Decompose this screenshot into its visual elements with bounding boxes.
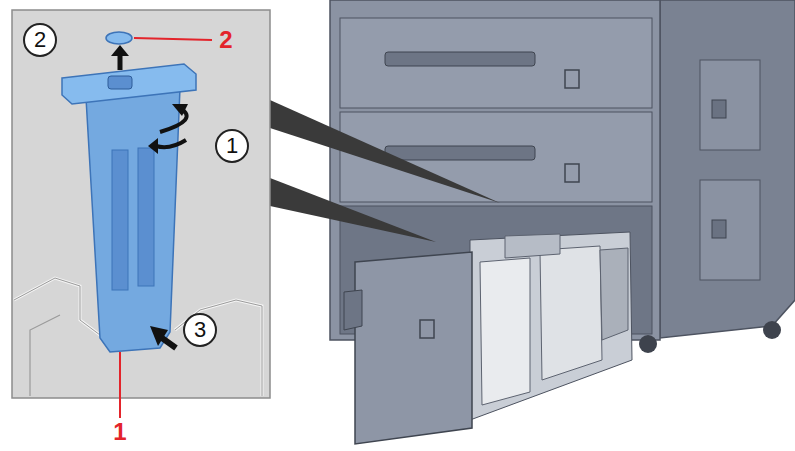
guide-outline [30,315,60,396]
leader-line [134,38,212,40]
caster [763,321,781,339]
part-button [108,76,132,89]
up-arrow [118,54,123,70]
side-latch [712,100,726,118]
adapter-pad [106,32,132,44]
part-rib [112,150,128,290]
cassette-handle [385,146,535,160]
cassette-front [355,252,472,444]
paper-size-mark [420,320,434,338]
side-door [700,180,760,280]
paper-guide [540,246,602,380]
rotate-arrow [156,140,186,147]
callout-circle: 1 [215,129,249,163]
side-door [700,60,760,150]
paper-size-mark [565,164,579,182]
push-arrow [162,338,176,348]
paper-size-mark [565,70,579,88]
length-guide-part [86,88,180,352]
arrow-head [172,104,188,116]
callout-number: 2 [219,28,232,52]
step-number: 2 [34,29,46,51]
guide-outline [175,300,262,396]
part-rib [138,148,154,286]
cassette-handle [385,52,535,66]
zoom-wedge [270,100,500,203]
cassette-interior [470,232,632,420]
inset-panel [12,10,270,398]
arrow-head [148,138,158,154]
printer-side [660,0,795,338]
step-number: 1 [226,135,238,157]
guide-outline [175,300,262,396]
callout-circle: 2 [23,23,57,57]
arrow-head [111,45,129,56]
leader-line [119,352,121,418]
callout-circle: 3 [183,313,217,347]
step-number: 3 [194,319,206,341]
cassette-1 [340,18,652,108]
part-cap [62,64,196,104]
width-guide [600,248,628,340]
arrow-head [150,326,168,346]
callout-number: 1 [113,420,126,444]
length-guide [505,234,560,258]
side-latch [712,220,726,238]
caster [639,335,657,353]
cassette-handle [344,290,362,330]
zoom-wedge [270,178,436,242]
paper-guide [480,258,530,405]
